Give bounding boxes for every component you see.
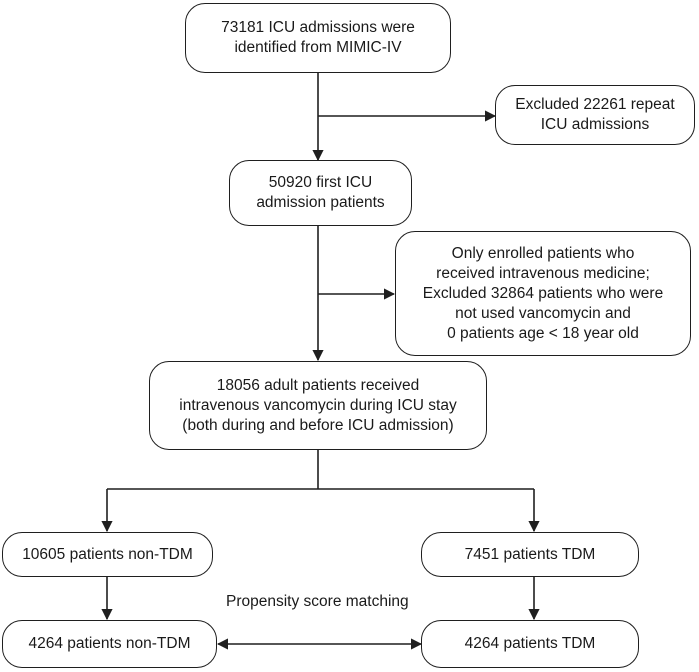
box-excluded-repeat: Excluded 22261 repeat ICU admissions	[495, 85, 695, 145]
box-matched-non-tdm: 4264 patients non-TDM	[2, 620, 217, 668]
box-excluded-criteria: Only enrolled patients who received intr…	[395, 231, 691, 356]
box-non-tdm: 10605 patients non-TDM	[2, 532, 213, 577]
label-propensity-score-matching: Propensity score matching	[226, 593, 409, 610]
box-icu-admissions: 73181 ICU admissions were identified fro…	[185, 3, 451, 73]
box-adult-vancomycin: 18056 adult patients received intravenou…	[149, 361, 487, 450]
box-tdm: 7451 patients TDM	[421, 532, 639, 577]
box-first-icu: 50920 first ICU admission patients	[229, 160, 412, 226]
box-matched-tdm: 4264 patients TDM	[421, 620, 639, 668]
